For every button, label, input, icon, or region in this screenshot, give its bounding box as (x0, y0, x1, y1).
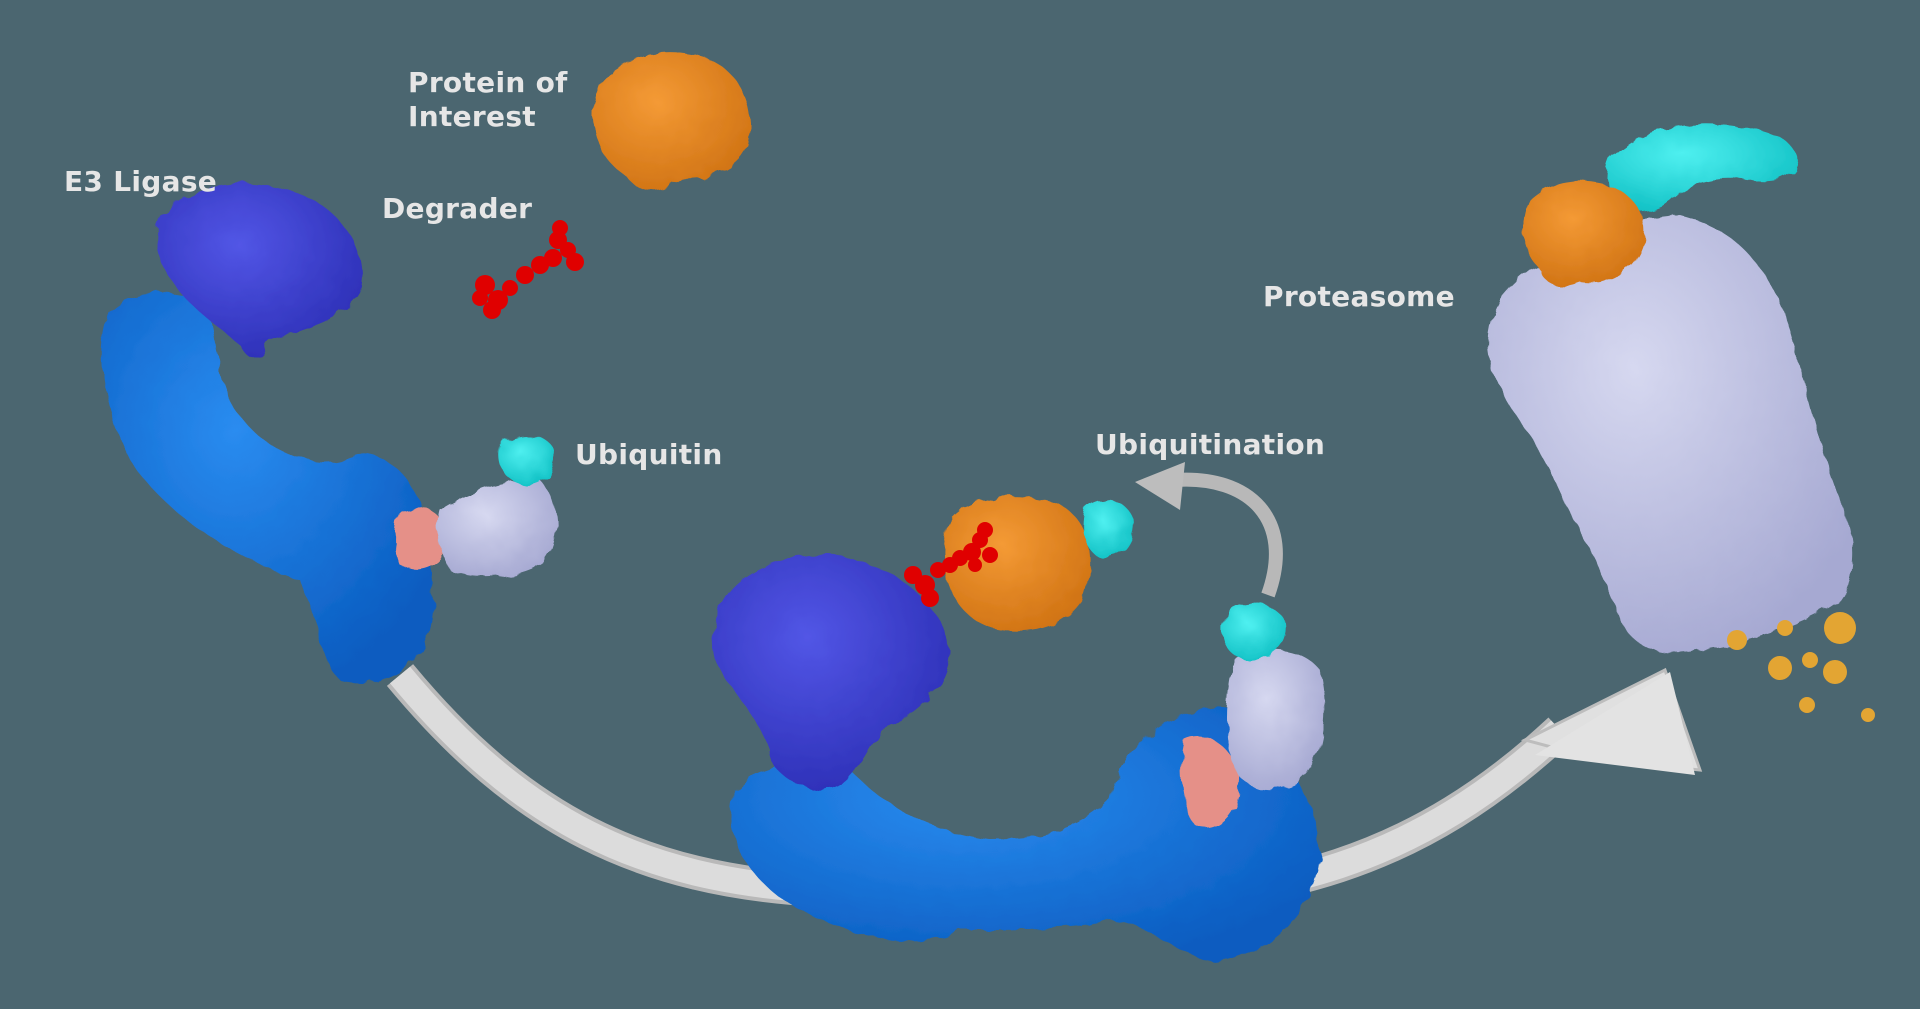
label-ubiquitination: Ubiquitination (1095, 428, 1326, 461)
proteasome-complex (1488, 123, 1854, 653)
label-e3-ligase: E3 Ligase (64, 165, 218, 198)
e3-ligase-free (101, 183, 434, 683)
e2-ubiquitin-free (395, 434, 556, 577)
protein-of-interest-at-proteasome (1524, 181, 1645, 286)
ubiquitin-free (498, 434, 556, 485)
label-protein-of-interest-line1: Protein of (408, 66, 568, 99)
ubiquitin-on-e2 (1222, 603, 1286, 660)
label-ubiquitin: Ubiquitin (575, 438, 723, 471)
peptide-fragments (1727, 612, 1875, 722)
e3-ligase-body (101, 293, 434, 683)
ubiquitination-arrowhead (1135, 462, 1185, 510)
e3-ligase-head-complex (712, 555, 950, 790)
proteasome (1488, 215, 1854, 653)
ubiquitin-on-poi (1083, 500, 1134, 559)
e2-enzyme-complex (1227, 649, 1325, 789)
e3-ligase-body-complex (730, 707, 1320, 962)
degrader-in-complex (904, 522, 998, 607)
e2-contact-complex (1181, 736, 1240, 828)
e2-contact-patch (395, 506, 448, 569)
label-protein-of-interest: Protein of Interest (408, 66, 568, 134)
label-proteasome: Proteasome (1263, 280, 1455, 313)
ubiquitination-arrow (1174, 472, 1283, 598)
e2-enzyme (438, 480, 556, 577)
ubiquitin-chain (1606, 123, 1798, 212)
label-degrader: Degrader (382, 192, 533, 225)
ternary-complex (712, 496, 1325, 962)
protein-of-interest-free (594, 53, 751, 191)
e3-ligase-head (156, 183, 362, 358)
degrader-free (472, 220, 584, 319)
label-protein-of-interest-line2: Interest (408, 100, 536, 133)
